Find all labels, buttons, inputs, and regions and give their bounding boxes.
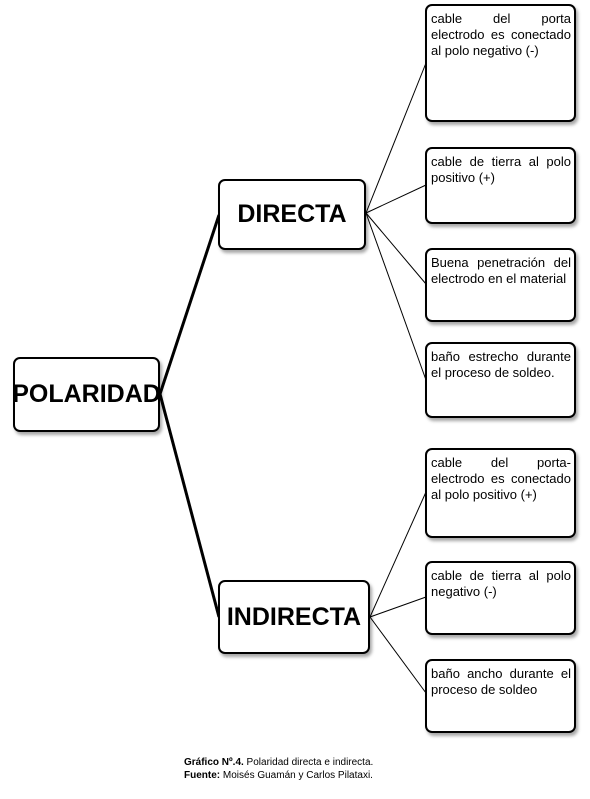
connector-indirecta-item-3 — [369, 616, 427, 694]
leaf-text: cable de tierra al polo positivo (+) — [431, 154, 571, 185]
branch-label-indirecta: INDIRECTA — [226, 602, 362, 631]
leaf-directa-4: baño estrecho durante el proceso de sold… — [425, 342, 576, 418]
caption-source-line: Fuente: Moisés Guamán y Carlos Pilataxi. — [184, 769, 373, 782]
connector-root-directa — [158, 214, 221, 395]
branch-node-indirecta: INDIRECTA — [218, 580, 370, 654]
connector-indirecta-item-1 — [369, 491, 427, 618]
leaf-text: baño ancho durante el proceso de soldeo — [431, 666, 571, 697]
caption-graph-label: Gráfico Nº.4. — [184, 757, 244, 768]
branch-label-directa: DIRECTA — [237, 200, 347, 228]
caption-source-label: Fuente: — [184, 770, 221, 781]
connector-directa-item-2 — [365, 184, 427, 214]
leaf-indirecta-3: baño ancho durante el proceso de soldeo — [425, 659, 576, 733]
leaf-text: cable del porta-electrodo es conectado a… — [431, 455, 571, 502]
caption-graph-text: Polaridad directa e indirecta. — [243, 757, 374, 768]
root-label: POLARIDAD — [12, 380, 161, 408]
leaf-text: baño estrecho durante el proceso de sold… — [431, 349, 571, 380]
leaf-text: cable de tierra al polo negativo (-) — [431, 568, 571, 599]
figure-caption: Gráfico Nº.4. Polaridad directa e indire… — [184, 756, 373, 782]
connector-indirecta-item-2 — [369, 596, 427, 618]
caption-source-text: Moisés Guamán y Carlos Pilataxi. — [220, 770, 373, 781]
leaf-indirecta-1: cable del porta-electrodo es conectado a… — [425, 448, 576, 538]
connector-directa-item-4 — [365, 212, 427, 381]
leaf-directa-1: cable del porta electrodo es conectado a… — [425, 4, 576, 122]
caption-graph-line: Gráfico Nº.4. Polaridad directa e indire… — [184, 756, 373, 769]
leaf-directa-3: Buena penetración del electrodo en el ma… — [425, 248, 576, 322]
leaf-directa-2: cable de tierra al polo positivo (+) — [425, 147, 576, 224]
root-node: POLARIDAD — [12, 357, 161, 432]
branch-node-directa: DIRECTA — [218, 179, 366, 250]
leaf-indirecta-2: cable de tierra al polo negativo (-) — [425, 561, 576, 635]
leaf-text: cable del porta electrodo es conectado a… — [431, 11, 571, 58]
connector-directa-item-1 — [365, 62, 427, 214]
leaf-text: Buena penetración del electrodo en el ma… — [431, 255, 571, 286]
connector-directa-item-3 — [365, 212, 427, 285]
connector-root-indirecta — [158, 393, 221, 618]
